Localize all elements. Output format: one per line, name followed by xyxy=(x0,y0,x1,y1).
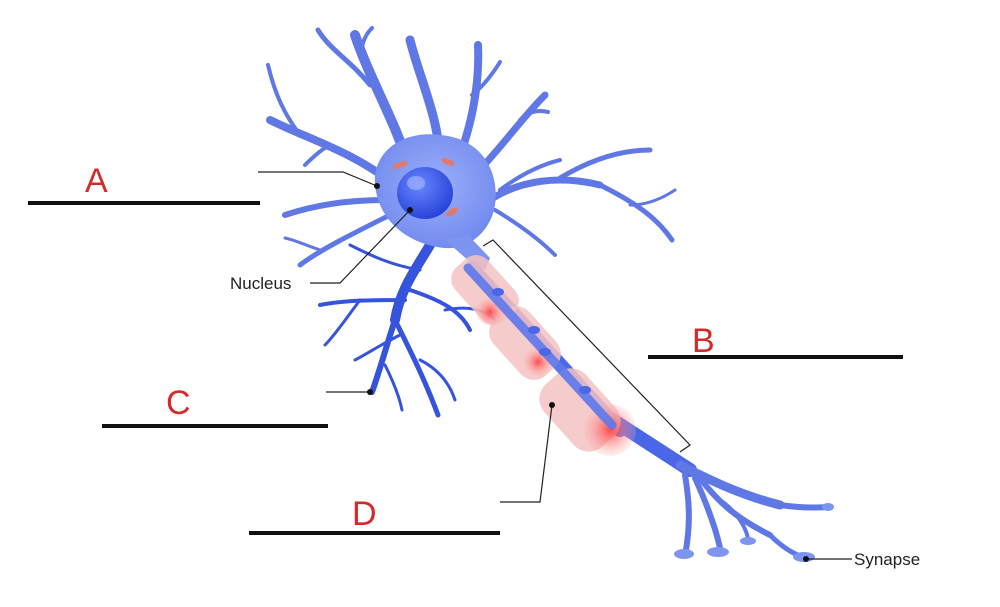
blank-c[interactable]: C xyxy=(102,384,328,428)
blank-d-letter: D xyxy=(352,495,377,533)
dendrites-lower xyxy=(318,240,497,418)
axon-terminals xyxy=(674,460,834,562)
blank-c-letter: C xyxy=(166,384,191,422)
nucleus-label: Nucleus xyxy=(230,274,291,293)
blank-b[interactable]: B xyxy=(648,322,903,360)
nucleus-shape xyxy=(397,167,453,219)
axon xyxy=(451,255,697,477)
synapse-label: Synapse xyxy=(854,550,920,569)
blank-a[interactable]: A xyxy=(28,162,260,205)
cell-body xyxy=(374,134,496,270)
axon-bracket xyxy=(482,239,691,453)
blank-b-letter: B xyxy=(692,322,715,360)
blank-a-letter: A xyxy=(85,162,108,200)
leader-lines xyxy=(258,171,852,562)
dendrites-upper xyxy=(266,26,677,268)
blank-d[interactable]: D xyxy=(249,495,500,535)
